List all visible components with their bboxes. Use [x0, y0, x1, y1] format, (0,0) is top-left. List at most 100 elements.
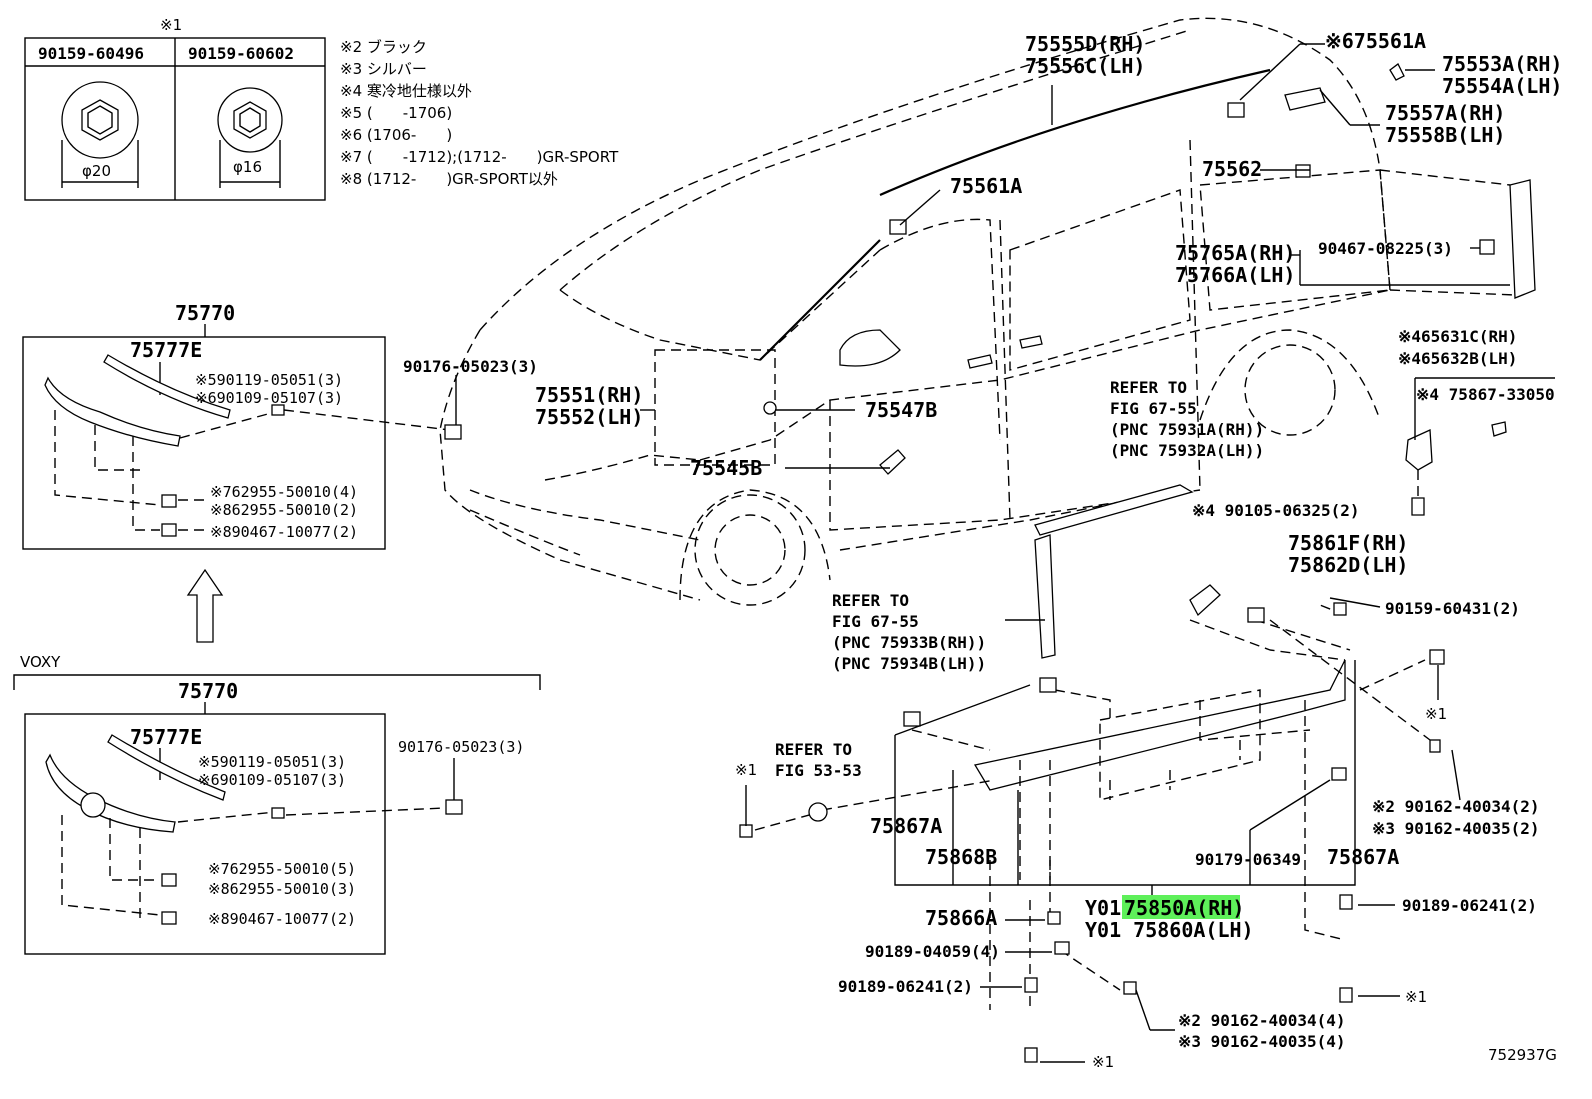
label-75547b: 75547B [865, 398, 937, 422]
label-90176: 90176-05023(3) [403, 357, 538, 376]
mudguard-group [1405, 377, 1555, 516]
mark-1-b: ※1 [735, 761, 757, 779]
label-75552: 75552(LH) [535, 405, 643, 429]
clip-icon [1047, 911, 1061, 925]
arrow-up-icon [186, 568, 224, 643]
clip-icon [445, 799, 463, 815]
label-90159-60431: 90159-60431(2) [1385, 599, 1520, 618]
grille-lower-l4: ※862955-50010(3) [208, 880, 356, 898]
label-75850a-highlighted[interactable]: 75850A(RH) [1124, 896, 1244, 920]
label-75868b: 75868B [925, 845, 997, 869]
label-75556c: 75556C(LH) [1025, 54, 1145, 78]
label-75866a: 75866A [925, 906, 997, 930]
clip-icon [1331, 767, 1347, 781]
clip-icon [1491, 421, 1507, 437]
label-75867a-right: 75867A [1327, 845, 1399, 869]
grille-lower-clip: 90176-05023(3) [398, 738, 524, 756]
clip-icon [763, 401, 777, 415]
grille-upper-l3: ※762955-50010(4) [210, 483, 358, 501]
ref1-line3: (PNC 75931A(RH)) [1110, 420, 1264, 439]
bolt-part-1: 90159-60496 [38, 44, 144, 63]
rear-garnish [1509, 179, 1536, 299]
clip-icon [161, 494, 177, 508]
grille-variant: VOXY [20, 653, 61, 671]
note-item: ※6 (1706- ) [340, 126, 452, 144]
label-75558b: 75558B(LH) [1385, 123, 1505, 147]
side-sill-group [739, 584, 1461, 1063]
screw-icon [1411, 497, 1425, 516]
ref1-line1: REFER TO [1110, 378, 1187, 397]
notes-list: ※2 ブラック ※3 シルバー ※4 寒冷地仕様以外 ※5 ( -1706) ※… [340, 38, 619, 188]
grille-upper-l4: ※862955-50010(2) [210, 501, 358, 519]
clip-icon [1389, 63, 1405, 81]
label-65631c: ※465631C(RH) [1398, 327, 1517, 346]
label-y01-75860a: Y01 75860A(LH) [1085, 918, 1254, 942]
label-90189-04059: 90189-04059(4) [865, 942, 1000, 961]
grille-molding-strip [103, 354, 231, 419]
mark-1-c: ※1 [1405, 988, 1427, 1006]
note-item: ※2 ブラック [340, 38, 427, 56]
bolt-table: ※1 90159-60496 90159-60602 φ20 φ16 [24, 16, 326, 201]
note-item: ※4 寒冷地仕様以外 [340, 82, 472, 100]
grille-molding [45, 753, 176, 833]
label-90162-a2: ※3 90162-40035(2) [1372, 819, 1540, 838]
grille-upper-title: 75770 [175, 301, 235, 325]
clip-icon [161, 911, 177, 925]
bolt-icon [1339, 987, 1353, 1003]
label-90179: 90179-06349 [1195, 850, 1301, 869]
bolt-dim-1: φ20 [82, 162, 111, 180]
van-illustration [439, 17, 1536, 659]
bolt-icon [739, 824, 753, 838]
ref2-line4: (PNC 75934B(LH)) [832, 654, 986, 673]
clip-icon [808, 802, 828, 822]
label-75551: 75551(RH) [535, 383, 643, 407]
label-75545b: 75545B [690, 456, 762, 480]
label-65632b: ※465632B(LH) [1398, 349, 1517, 368]
note-item: ※3 シルバー [340, 60, 427, 78]
label-75867-33050: ※4 75867-33050 [1416, 385, 1555, 404]
label-90189-06241-right: 90189-06241(2) [1402, 896, 1537, 915]
grille-lower-box: VOXY 75770 75777E ※590119-05051(3) ※6901… [13, 653, 541, 955]
note-item: ※5 ( -1706) [340, 104, 452, 122]
label-75561a-top: ※675561A [1325, 29, 1426, 53]
ref2-line1: REFER TO [832, 591, 909, 610]
grille-molding-strip [107, 734, 226, 801]
grille-upper-l2: ※690109-05107(3) [195, 389, 343, 407]
ref1-line4: (PNC 75932A(LH)) [1110, 441, 1264, 460]
note-item: ※8 (1712- )GR-SPORT以外 [340, 170, 558, 188]
ref2-line2: FIG 67-55 [832, 612, 919, 631]
screw-icon [1429, 739, 1441, 753]
ref2-line3: (PNC 75933B(RH)) [832, 633, 986, 652]
label-75867a-left: 75867A [870, 814, 942, 838]
label-y01-prefix: Y01 [1085, 896, 1121, 920]
clip-icon [1247, 607, 1265, 623]
clip-icon [879, 449, 906, 475]
grille-lower-l5: ※890467-10077(2) [208, 910, 356, 928]
label-75766a: 75766A(LH) [1175, 263, 1295, 287]
label-75557a: 75557A(RH) [1385, 101, 1505, 125]
clip-icon [1479, 239, 1495, 255]
grille-upper-l1: ※590119-05051(3) [195, 371, 343, 389]
label-90162-b2: ※3 90162-40035(4) [1178, 1032, 1346, 1051]
bolt-table-mark: ※1 [160, 16, 182, 34]
label-90467-08225: 90467-08225(3) [1318, 239, 1453, 258]
door-molding [1034, 534, 1056, 659]
mark-1-a: ※1 [1425, 705, 1447, 723]
roof-clip [1227, 102, 1245, 118]
label-75861f: 75861F(RH) [1288, 531, 1408, 555]
figure-id: 752937G [1488, 1046, 1557, 1064]
label-90189-06241-left: 90189-06241(2) [838, 977, 973, 996]
note-item: ※7 ( -1712);(1712- )GR-SPORT [340, 148, 619, 166]
bolt-icon [1339, 894, 1353, 910]
grille-upper-box: 75770 75777E ※590119-05051(3) ※690109-05… [22, 301, 386, 550]
label-75553a: 75553A(RH) [1442, 52, 1562, 76]
label-75555d: 75555D(RH) [1025, 32, 1145, 56]
bolt-icon [1024, 1047, 1038, 1063]
clip-icon [444, 424, 462, 440]
grille-lower-l2: ※690109-05107(3) [198, 771, 346, 789]
roof-end-cover [1284, 87, 1326, 111]
clip-icon [1054, 941, 1070, 955]
door-handle [1019, 335, 1043, 349]
ref3-line2: FIG 53-53 [775, 761, 862, 780]
